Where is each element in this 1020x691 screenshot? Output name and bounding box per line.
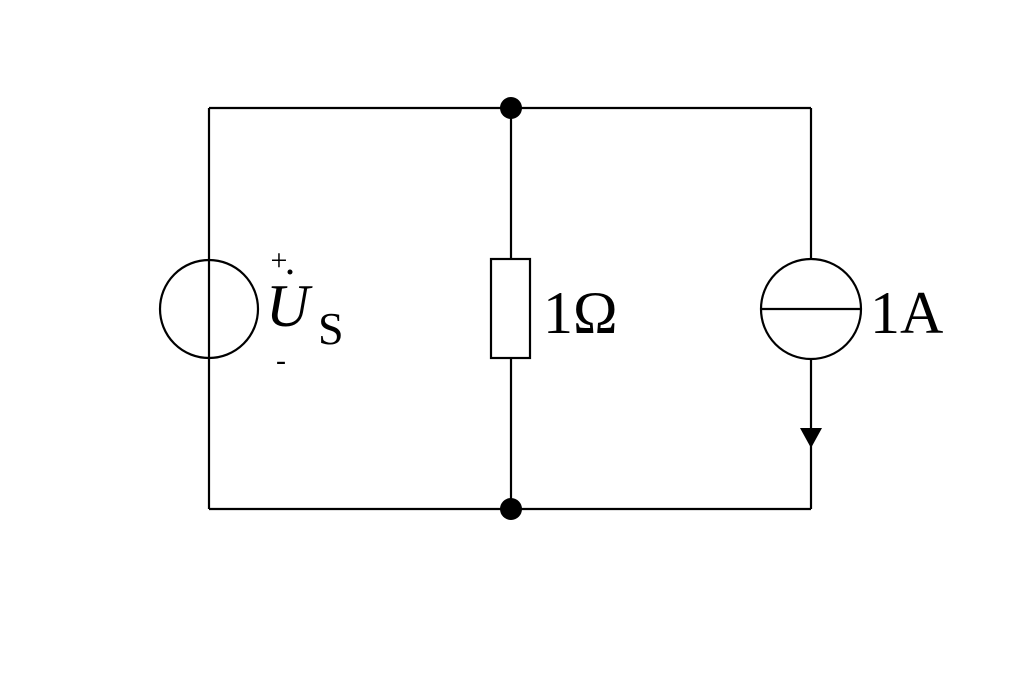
resistor-label: 1Ω [543,280,618,346]
current-direction-arrow-icon [800,428,822,448]
bottom-junction-node [500,498,522,520]
voltage-subscript: S [318,303,344,354]
current-source [759,257,863,361]
voltage-minus-sign: - [276,344,286,377]
phasor-dot [287,269,293,275]
voltage-source [158,258,260,360]
resistor [489,257,532,360]
voltage-plus-sign: + [271,244,288,277]
top-junction-node [500,97,522,119]
voltage-symbol: U [266,273,313,339]
current-source-label: 1A [870,280,943,346]
